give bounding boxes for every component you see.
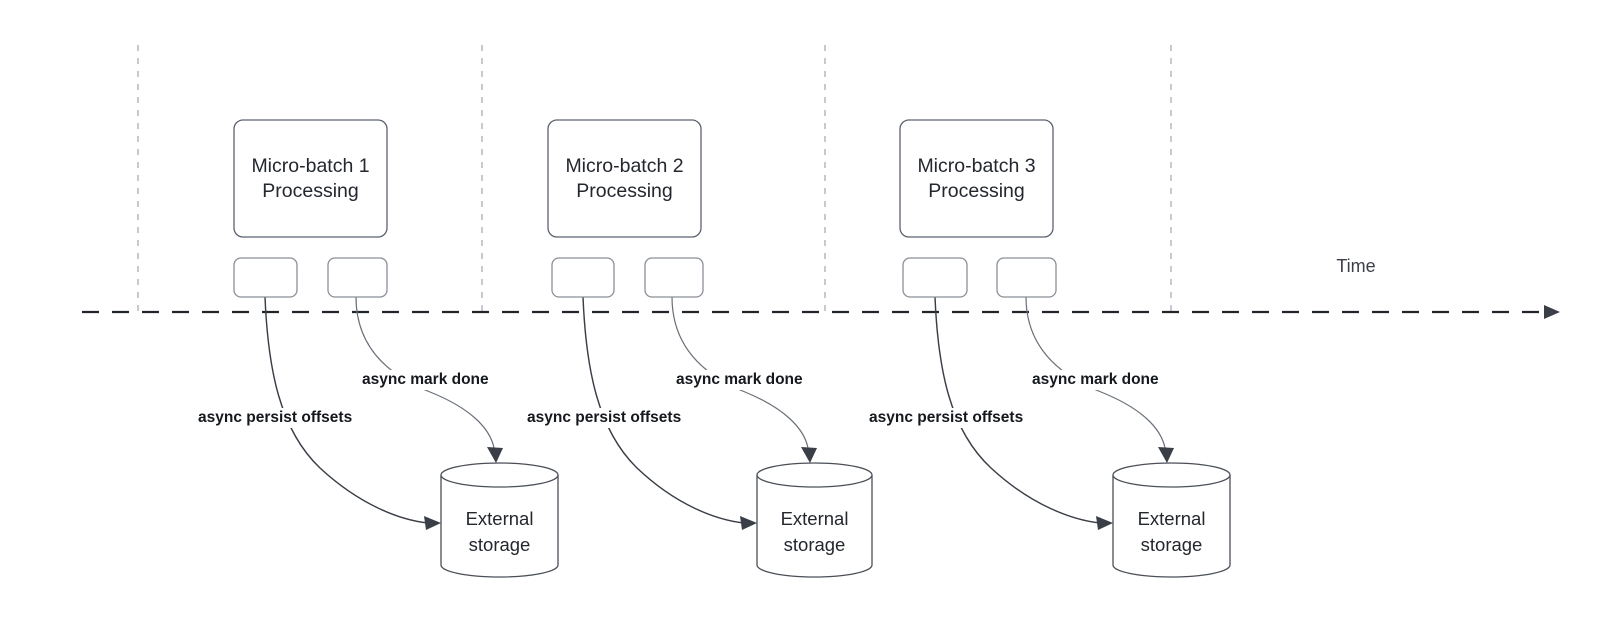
external-storage-1-label-line2: storage [469, 534, 531, 555]
group-1-offset-commit-task-box[interactable] [233, 257, 298, 298]
micro-batch-2-label-line2: Processing [576, 180, 672, 202]
label-halo [674, 370, 816, 390]
tick-divider-group [137, 45, 1172, 312]
label-halo [867, 408, 1045, 428]
external-storage-1[interactable]: External storage [440, 462, 559, 578]
label-halo [525, 408, 703, 428]
group-2-mark-done-label: async mark done [674, 370, 816, 390]
async-mark-done-curve-1 [355, 296, 495, 449]
external-storage-2-top [756, 462, 873, 488]
micro-batch-1-box[interactable]: Micro-batch 1 Processing [233, 119, 388, 238]
group-2-offset-commit-task-box[interactable] [551, 257, 615, 298]
external-storage-2-label-line1: External [781, 508, 849, 529]
async-mark-done-label-2: async mark done [676, 371, 803, 388]
external-storage-2-label-line2: storage [784, 534, 846, 555]
async-persist-offsets-label-1: async persist offsets [198, 409, 352, 426]
external-storage-3-body [1112, 475, 1231, 578]
group-2-persist-label: async persist offsets [525, 408, 703, 428]
micro-batch-1-label-line2: Processing [262, 180, 358, 202]
label-halo [196, 408, 374, 428]
micro-batch-3-box[interactable]: Micro-batch 3 Processing [899, 119, 1054, 238]
group-3-mark-done-label: async mark done [1030, 370, 1172, 390]
external-storage-3[interactable]: External storage [1112, 462, 1231, 578]
micro-batch-1-label-line1: Micro-batch 1 [251, 155, 369, 177]
micro-batch-3-label-line1: Micro-batch 3 [917, 155, 1035, 177]
group-3-persist-label: async persist offsets [867, 408, 1045, 428]
async-persist-offsets-curve-3 [934, 296, 1101, 524]
external-storage-2-body [756, 475, 873, 578]
async-persist-offsets-arrow-1 [424, 516, 441, 530]
async-mark-done-arrow-1 [487, 447, 503, 463]
micro-batch-group-2: Micro-batch 2 Processing async mark done… [525, 119, 873, 578]
async-persist-offsets-arrow-2 [740, 516, 757, 530]
micro-batch-group-3: Micro-batch 3 Processing async mark done… [867, 119, 1231, 578]
async-mark-done-label-3: async mark done [1032, 371, 1159, 388]
micro-batch-2-box[interactable]: Micro-batch 2 Processing [547, 119, 702, 238]
async-mark-done-arrow-2 [801, 447, 817, 463]
external-storage-3-top [1112, 462, 1231, 488]
async-persist-offsets-arrow-3 [1096, 516, 1113, 530]
external-storage-3-label-line2: storage [1141, 534, 1203, 555]
async-persist-offsets-label-2: async persist offsets [527, 409, 681, 426]
external-storage-1-body [440, 475, 559, 578]
timeline-arrow-head [1544, 305, 1560, 319]
group-1-mark-done-label: async mark done [360, 370, 502, 390]
group-2-mark-done-task-box[interactable] [644, 257, 704, 298]
async-mark-done-label-1: async mark done [362, 371, 489, 388]
group-3-offset-commit-task-box[interactable] [902, 257, 968, 298]
timeline-axis: Time [82, 256, 1560, 319]
async-mark-done-curve-2 [671, 296, 809, 449]
async-persist-offsets-curve-1 [264, 296, 429, 524]
async-persist-offsets-curve-2 [582, 296, 745, 524]
group-3-mark-done-task-box[interactable] [996, 257, 1057, 298]
group-1-mark-done-task-box[interactable] [327, 257, 388, 298]
micro-batch-2-label-line1: Micro-batch 2 [565, 155, 683, 177]
external-storage-1-top [440, 462, 559, 488]
label-halo [360, 370, 502, 390]
micro-batch-group-1: Micro-batch 1 Processing async mark done… [196, 119, 559, 578]
micro-batch-3-box-rect [899, 119, 1054, 238]
external-storage-3-label-line1: External [1138, 508, 1206, 529]
async-mark-done-curve-3 [1025, 296, 1166, 449]
async-mark-done-arrow-3 [1158, 447, 1174, 463]
micro-batch-2-box-rect [547, 119, 702, 238]
micro-batch-1-box-rect [233, 119, 388, 238]
label-halo [1030, 370, 1172, 390]
external-storage-2[interactable]: External storage [756, 462, 873, 578]
time-axis-label: Time [1336, 256, 1375, 276]
external-storage-1-label-line1: External [466, 508, 534, 529]
micro-batch-3-label-line2: Processing [928, 180, 1024, 202]
async-persist-offsets-label-3: async persist offsets [869, 409, 1023, 426]
group-1-persist-label: async persist offsets [196, 408, 374, 428]
